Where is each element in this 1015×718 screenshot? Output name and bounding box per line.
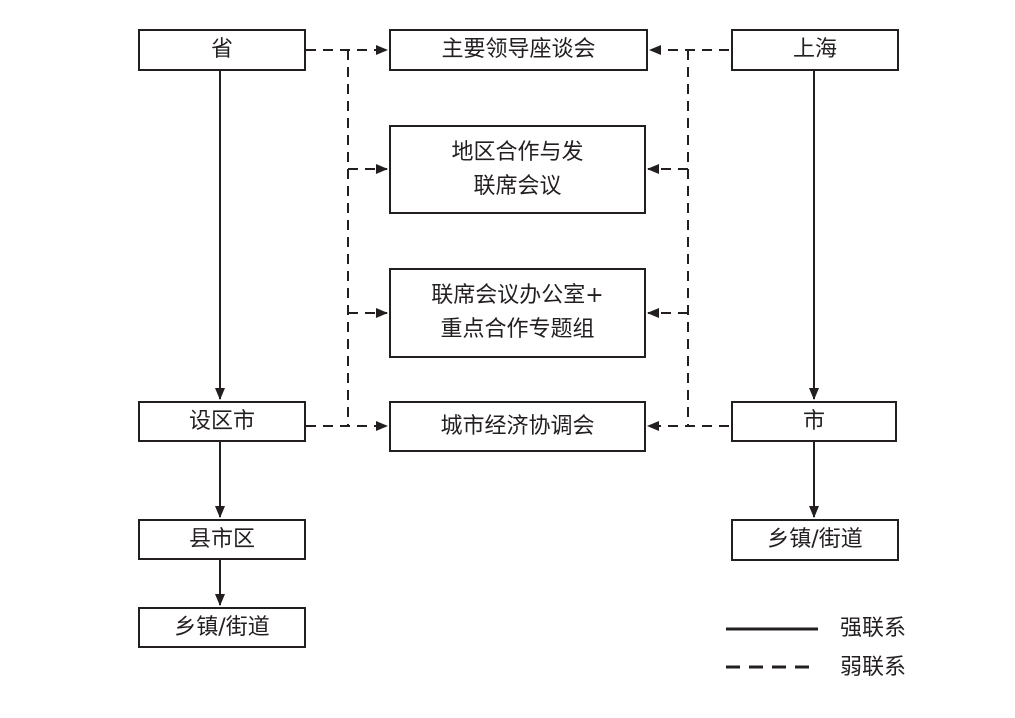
prefecture-city-box: 设区市 bbox=[138, 401, 306, 442]
shanghai-box: 上海 bbox=[731, 29, 899, 71]
province-label: 省 bbox=[210, 37, 233, 62]
shanghai-label: 上海 bbox=[792, 37, 837, 62]
joint-meeting-box: 地区合作与发 联席会议 bbox=[389, 125, 646, 214]
legend-strong-label: 强联系 bbox=[840, 616, 907, 641]
city-coordination-box: 城市经济协调会 bbox=[389, 401, 646, 452]
city-coordination-label: 城市经济协调会 bbox=[440, 413, 595, 439]
right-township-label: 乡镇/街道 bbox=[767, 527, 863, 552]
leaders-forum-box: 主要领导座谈会 bbox=[389, 29, 648, 71]
county-box: 县市区 bbox=[138, 519, 306, 560]
left-township-label: 乡镇/街道 bbox=[174, 614, 270, 640]
joint-meeting-line-1: 地区合作与发 bbox=[451, 139, 584, 165]
county-label: 县市区 bbox=[188, 526, 255, 552]
province-box: 省 bbox=[138, 29, 306, 71]
joint-meeting-line-2: 联席会议 bbox=[473, 173, 562, 199]
leaders-forum-label: 主要领导座谈会 bbox=[441, 37, 596, 62]
city-label: 市 bbox=[802, 408, 825, 434]
city-box: 市 bbox=[731, 401, 897, 442]
legend-weak-label: 弱联系 bbox=[840, 655, 907, 680]
left-township-box: 乡镇/街道 bbox=[138, 607, 306, 648]
right-township-box: 乡镇/街道 bbox=[731, 519, 899, 561]
prefecture-city-label: 设区市 bbox=[188, 408, 255, 434]
office-groups-box: 联席会议办公室+ 重点合作专题组 bbox=[389, 268, 646, 358]
office-groups-line-1: 联席会议办公室+ bbox=[431, 283, 604, 308]
office-groups-line-2: 重点合作专题组 bbox=[440, 317, 595, 342]
